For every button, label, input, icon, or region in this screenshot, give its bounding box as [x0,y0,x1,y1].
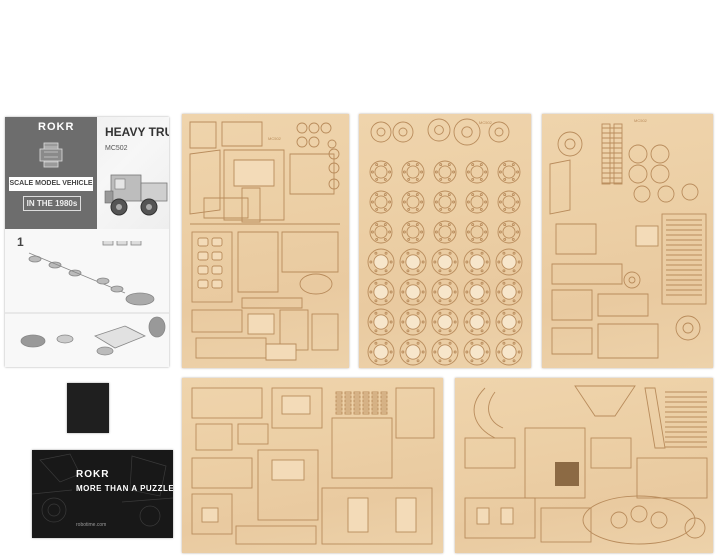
card-tagline: MORE THAN A PUZZLE [76,484,173,493]
wood-board-cab: MC502 [182,114,349,368]
manual-title: HEAVY TRU [105,125,169,139]
instruction-manual: ROKR SCALE MODEL VEHICLE IN THE 1980s HE… [5,117,169,367]
manual-brand-logo: ROKR [38,121,75,133]
manual-model-number: MC502 [105,145,128,152]
manual-subtitle: SCALE MODEL VEHICLE [9,177,93,191]
card-website: robotime.com [76,522,107,528]
step-number: 1 [17,235,24,249]
wood-board-wheels: MC502 [359,114,531,368]
card-line-art [32,453,173,527]
black-swatch [67,383,109,433]
brand-card: ROKR MORE THAN A PUZZLE robotime.com [32,450,173,538]
assembly-step-diagram [5,241,169,356]
card-brand-logo: ROKR [76,469,110,480]
board-label: MC502 [268,136,282,141]
manual-cover-panel [5,117,97,229]
wood-board-fenders [455,378,713,553]
wood-board-body [182,378,443,553]
board-label: MC502 [634,118,648,123]
wheel-grid: MC502 [367,118,523,366]
truck-illustration [104,174,168,216]
manual-era-badge: IN THE 1980s [23,196,81,211]
board-label: MC502 [479,120,493,125]
wood-board-chassis: MC502 [542,114,713,368]
engine-icon [39,142,63,168]
